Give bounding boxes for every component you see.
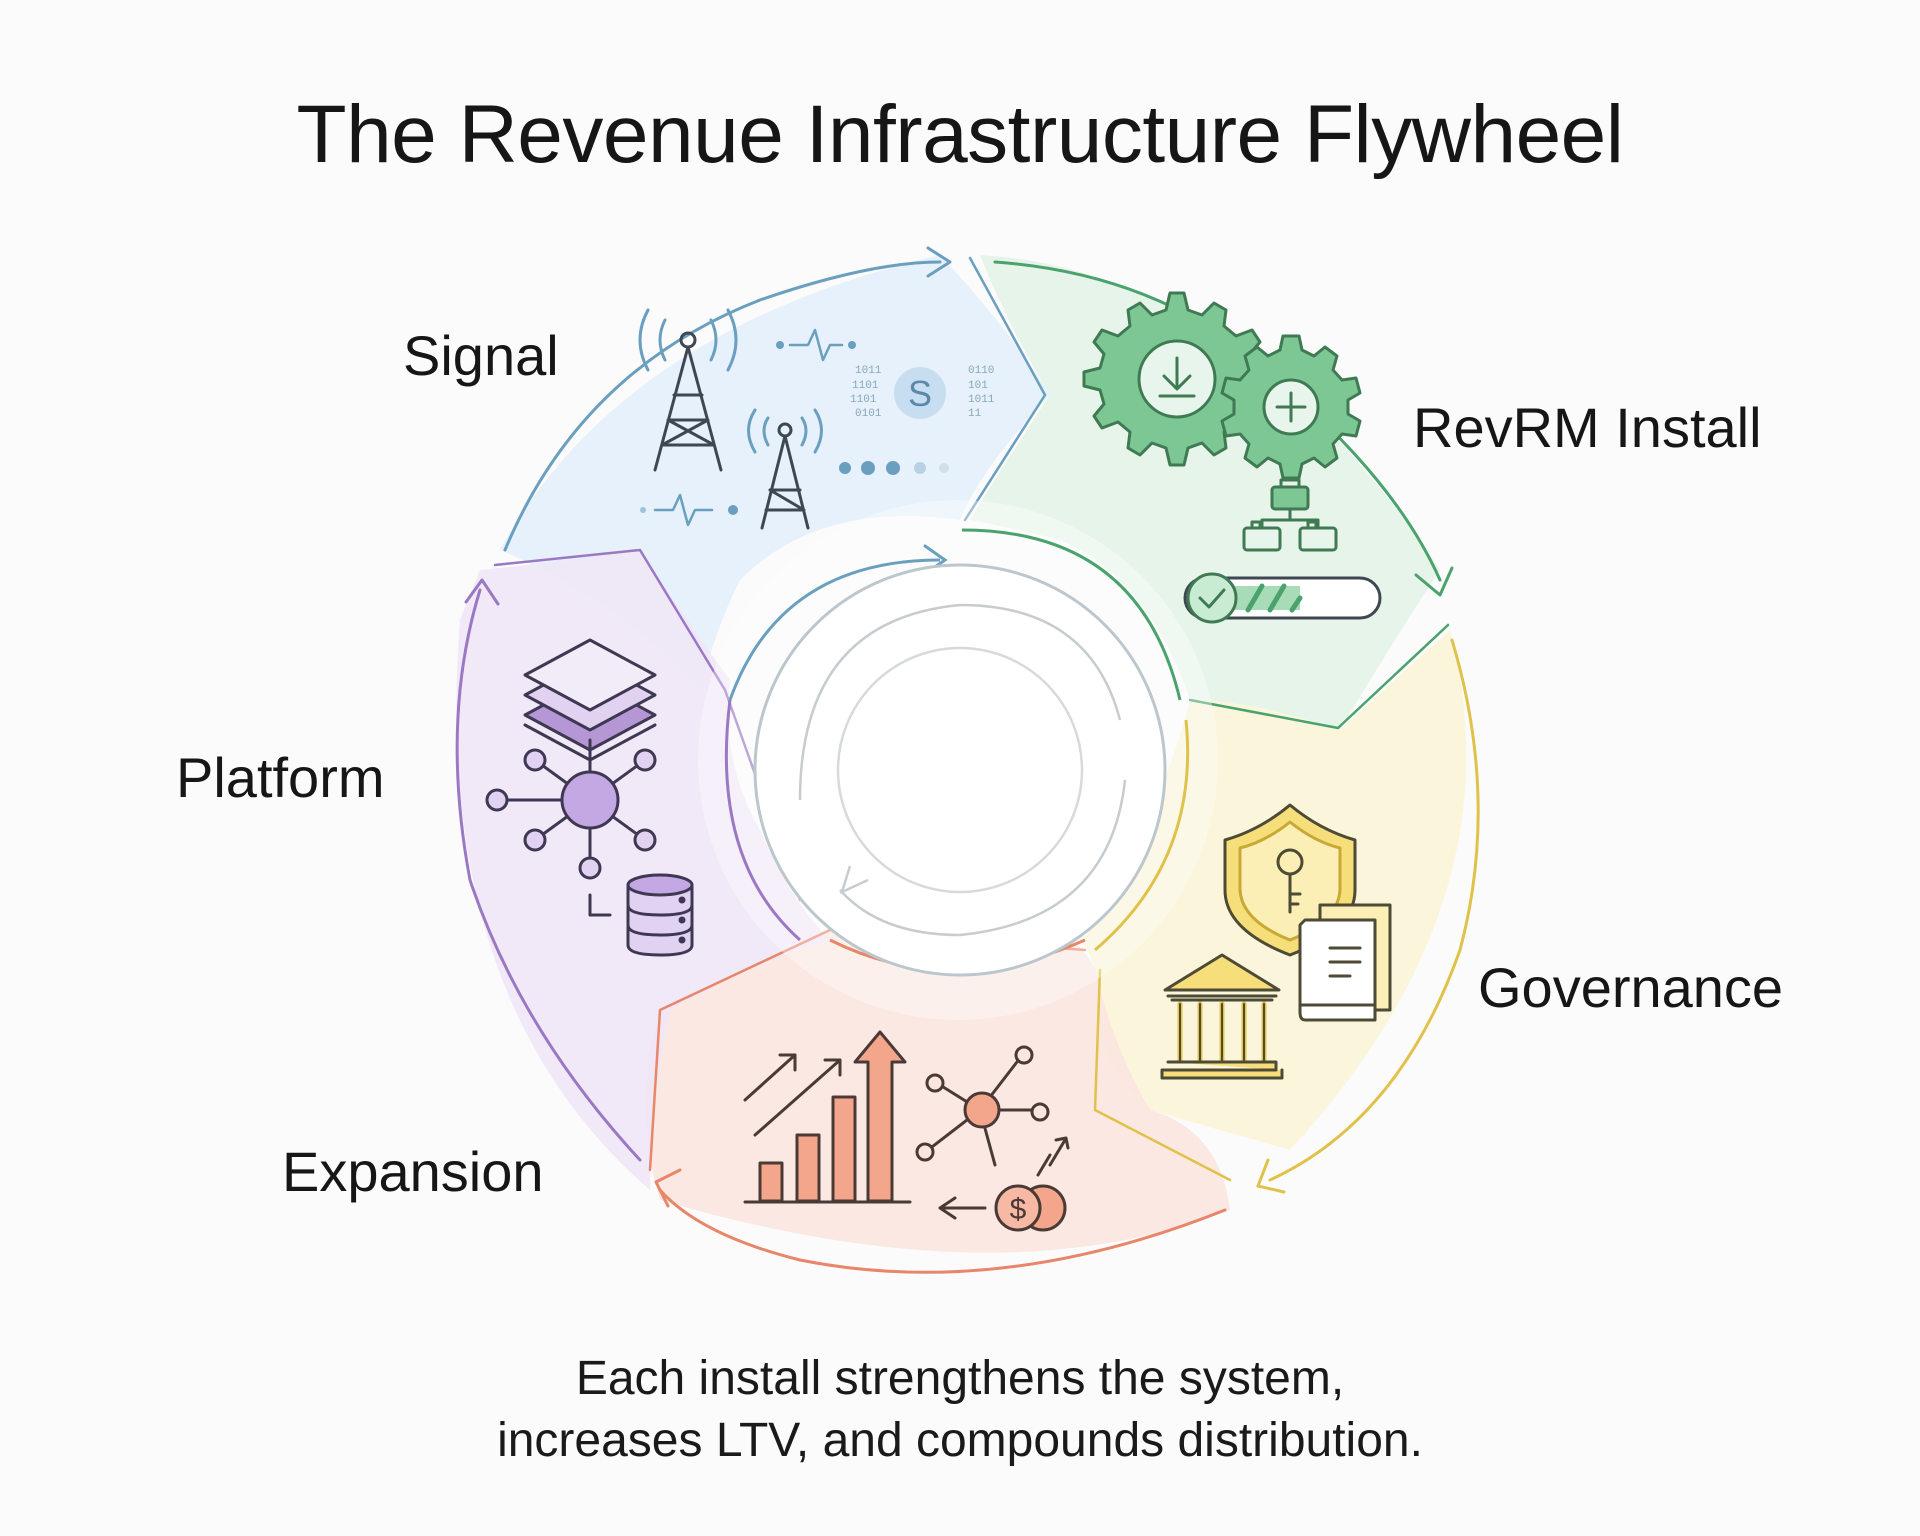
hub-core	[836, 646, 1084, 894]
inner-ring-green	[961, 528, 1182, 701]
caption: Each install strengthens the system, inc…	[0, 1348, 1920, 1472]
progress-check-icon	[1183, 572, 1382, 624]
governance-arc	[1268, 638, 1480, 1182]
governance-icons	[1160, 803, 1392, 1080]
platform-icons	[485, 638, 694, 957]
svg-text:1101: 1101	[850, 394, 877, 406]
svg-text:1101: 1101	[852, 380, 879, 392]
inner-ring-yellow	[1094, 719, 1190, 952]
revrm-arrowhead	[1414, 566, 1454, 597]
document-book-icon	[1298, 903, 1392, 1022]
network-node-icon	[915, 1045, 1050, 1167]
expansion-icons: $	[743, 1030, 1070, 1232]
signal-arrowhead	[926, 246, 952, 278]
inner-ring-blue	[728, 558, 941, 701]
radio-tower-icon	[638, 308, 738, 472]
platform-arc	[455, 588, 642, 1162]
inner-ring-purple	[724, 699, 801, 942]
hub-inner-arc-top	[798, 603, 1122, 801]
center-hub	[698, 500, 1218, 1020]
svg-text:11: 11	[968, 408, 982, 420]
caption-line-2: increases LTV, and compounds distributio…	[497, 1414, 1423, 1467]
coins-icon: $	[938, 1136, 1070, 1232]
growth-arrows-icon	[743, 1053, 842, 1137]
signal-arc	[503, 260, 942, 552]
bar-chart-icon	[743, 1030, 912, 1204]
signal-dots	[640, 341, 949, 515]
svg-text:0101: 0101	[855, 408, 882, 420]
svg-text:1011: 1011	[968, 394, 995, 406]
platform-arrowhead	[464, 578, 500, 606]
stage-label-governance: Governance	[1478, 956, 1784, 1019]
stage-label-revrm-install: RevRM Install	[1413, 396, 1762, 459]
svg-text:S: S	[908, 373, 932, 414]
radio-tower-small-icon	[747, 408, 823, 530]
signal-wave-icon	[653, 328, 844, 527]
plus-gear-icon	[1220, 334, 1362, 480]
stage-label-platform: Platform	[176, 746, 385, 809]
revrm-chevron	[1188, 623, 1450, 730]
binary-data-icon: S 1011 1101 1101 0101 0110 101 1011 11	[850, 365, 995, 420]
stage-label-signal: Signal	[403, 324, 559, 387]
revrm-icons	[1082, 291, 1382, 624]
stage-label-expansion: Expansion	[282, 1140, 544, 1203]
svg-text:101: 101	[968, 380, 988, 392]
bank-icon	[1160, 953, 1284, 1080]
governance-arrowhead	[1256, 1158, 1286, 1194]
governance-chevron	[1093, 968, 1232, 1182]
signal-icons: S 1011 1101 1101 0101 0110 101 1011 11	[638, 308, 995, 530]
expansion-arc	[658, 1188, 1227, 1274]
database-icon	[588, 873, 694, 957]
hub-inner-arrowhead	[839, 865, 869, 895]
expansion-arrowhead	[654, 1168, 682, 1208]
caption-line-1: Each install strengthens the system,	[575, 1352, 1345, 1405]
org-blocks-icon	[1242, 478, 1338, 552]
svg-text:$: $	[1010, 1193, 1027, 1226]
signal-chevron	[963, 256, 1047, 522]
hub-network-icon	[485, 738, 657, 880]
svg-text:1011: 1011	[855, 365, 882, 377]
svg-text:0110: 0110	[968, 365, 994, 377]
hub-inner-arc-bottom	[839, 779, 1127, 937]
page-title: The Revenue Infrastructure Flywheel	[296, 89, 1624, 180]
